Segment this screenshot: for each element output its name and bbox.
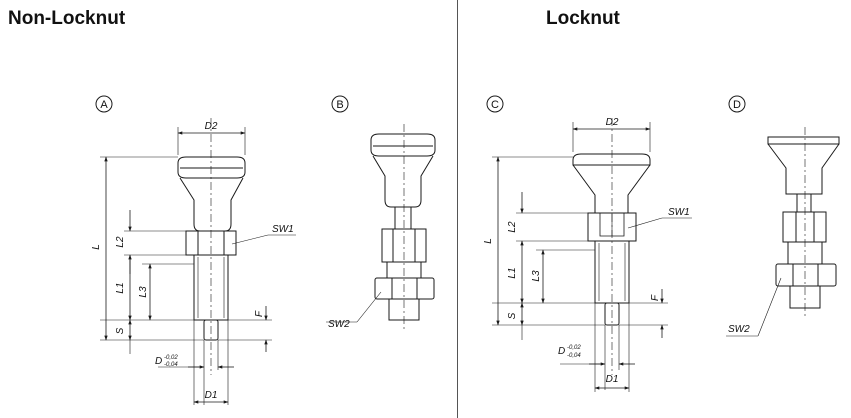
section-divider [457,0,458,418]
variant-b-knob [370,133,436,157]
label-l2-a: L2 [115,236,126,248]
label-d1-c: D1 [606,374,619,385]
label-d-tol-lower-a: -0,04 [164,362,178,368]
variant-d-knob [767,136,840,145]
label-d-c: D [558,346,565,357]
variant-c-badge [486,95,504,113]
label-sw2-b: SW2 [328,319,350,330]
label-d2-c: D2 [606,117,619,128]
variant-a-badge [95,95,113,113]
label-l3-a: L3 [138,286,149,298]
variant-a-pin [203,319,219,341]
label-d-tol-lower-c: -0,04 [567,353,581,359]
label-s-a: S [115,327,126,334]
variant-a-neck [179,177,244,232]
variant-b-pin-upper [394,206,412,230]
label-sw2-d: SW2 [728,324,750,335]
label-l-a: L [91,244,102,250]
variant-b-badge [331,95,349,113]
heading-locknut: Locknut [546,8,620,29]
variant-d-badge [728,95,746,113]
variant-c-labels: D2 SW1 L L2 L1 L3 S F D -0,02 -0,04 D1 [483,117,690,385]
variant-c-knob [572,153,651,166]
variant-a-knob [177,156,246,179]
variant-b-letter: B [336,99,343,111]
label-d2-a: D2 [205,121,218,132]
heading-non-locknut: Non-Locknut [8,8,126,29]
variant-d-drawing: D [726,95,840,337]
label-l3-c: L3 [531,270,542,282]
label-d-tol-upper-c: -0,02 [567,345,581,351]
label-l1-a: L1 [115,282,126,293]
label-l2-c: L2 [507,221,518,233]
label-f-a: F [254,310,265,317]
label-l1-c: L1 [507,267,518,278]
variant-c-pin [604,302,620,326]
variant-d-neck [767,143,840,195]
label-l-c: L [483,238,494,244]
variant-c-letter: C [491,99,499,111]
label-f-c: F [650,294,661,301]
variant-b-neck [372,155,434,208]
variant-b-drawing: B [326,95,436,330]
label-sw1-c: SW1 [668,207,690,218]
variant-d-locknut [775,263,837,287]
variant-a-drawing: A [95,95,296,405]
variant-c-drawing: C [486,95,692,392]
variant-d-pin-upper [796,193,812,213]
label-d1-a: D1 [205,390,218,401]
variant-b-locknut [374,277,435,300]
label-d-tol-upper-a: -0,02 [164,355,178,361]
variant-a-labels: D2 SW1 L L2 L1 L3 S F D -0,02 -0,04 D1 [91,121,294,401]
label-s-c: S [507,312,518,319]
variant-a-letter: A [100,99,108,111]
label-d-a: D [155,356,162,367]
variant-d-body-hex [782,211,827,243]
variant-d-letter: D [733,99,741,111]
label-sw1-a: SW1 [272,224,294,235]
variant-c-neck [572,164,651,214]
